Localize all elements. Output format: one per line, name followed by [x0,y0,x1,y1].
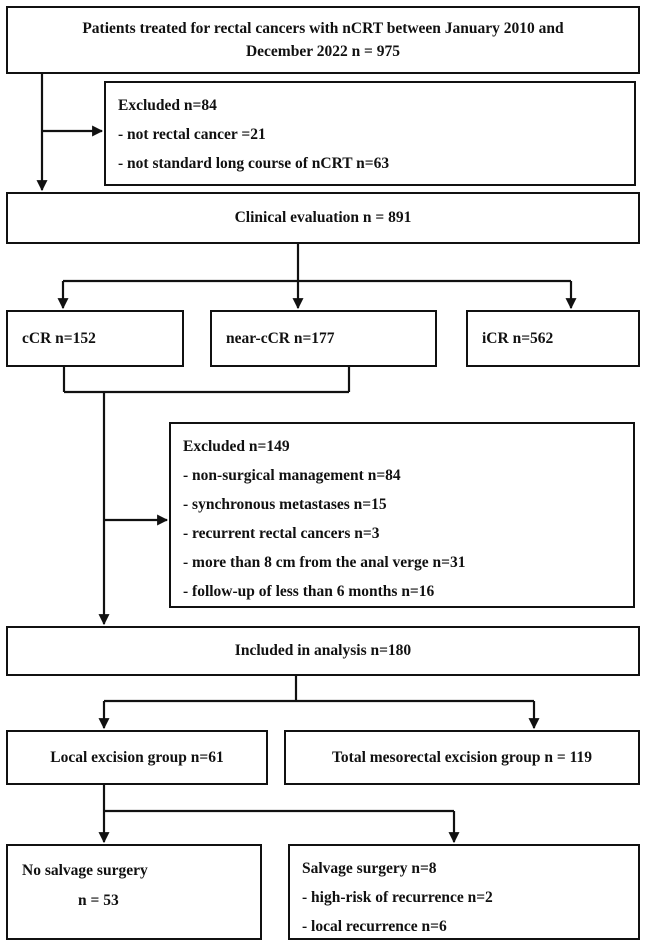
near-ccr-box: near-cCR n=177 [210,310,437,367]
salvage-item: - local recurrence n=6 [302,918,447,935]
local-excision-label: Local excision group n=61 [50,748,224,766]
excluded-1-item: - not standard long course of nCRT n=63 [118,155,390,172]
treated-patients-box: Patients treated for rectal cancers with… [6,6,640,74]
excluded-box-1: Excluded n=84 - not rectal cancer =21 - … [104,81,636,186]
excluded-2-item: - more than 8 cm from the anal verge n=3… [183,554,466,571]
treated-line-2: December 2022 n = 975 [245,43,401,60]
excluded-1-item: - not rectal cancer =21 [118,126,266,143]
salvage-item: - high-risk of recurrence n=2 [302,889,493,906]
ccr-box: cCR n=152 [6,310,184,367]
clinical-evaluation-box: Clinical evaluation n = 891 [6,192,640,244]
no-salvage-box: No salvage surgery n = 53 [6,844,262,940]
treated-line-1: Patients treated for rectal cancers with… [82,19,564,37]
salvage-box: Salvage surgery n=8 - high-risk of recur… [288,844,640,940]
salvage-title: Salvage surgery n=8 [302,860,437,877]
tme-label: Total mesorectal excision group n = 119 [332,748,592,766]
excluded-1-title: Excluded n=84 [118,97,217,114]
near-ccr-label: near-cCR n=177 [226,329,335,347]
excluded-2-title: Excluded n=149 [183,438,290,455]
icr-label: iCR n=562 [482,329,554,347]
local-excision-box: Local excision group n=61 [6,730,268,785]
included-analysis-label: Included in analysis n=180 [234,642,412,660]
included-analysis-box: Included in analysis n=180 [6,626,640,676]
no-salvage-count: n = 53 [78,892,119,909]
excluded-box-2: Excluded n=149 - non-surgical management… [169,422,635,608]
excluded-2-item: - non-surgical management n=84 [183,467,401,484]
icr-box: iCR n=562 [466,310,640,367]
excluded-2-item: - recurrent rectal cancers n=3 [183,525,380,542]
ccr-label: cCR n=152 [22,329,96,347]
excluded-2-item: - follow-up of less than 6 months n=16 [183,583,435,600]
tme-box: Total mesorectal excision group n = 119 [284,730,640,785]
excluded-2-item: - synchronous metastases n=15 [183,496,387,513]
no-salvage-label: No salvage surgery [22,862,148,879]
clinical-evaluation-label: Clinical evaluation n = 891 [234,209,412,227]
